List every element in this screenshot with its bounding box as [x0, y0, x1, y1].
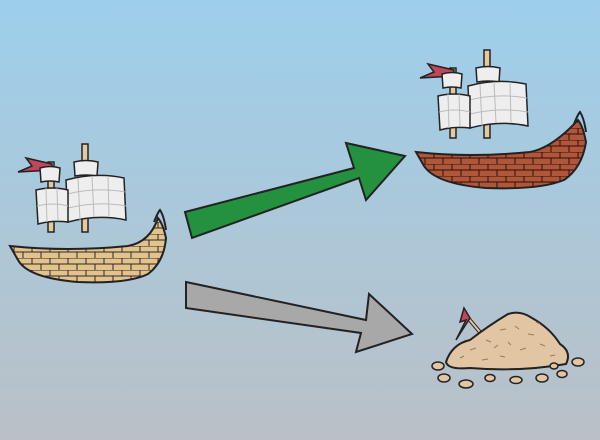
- rubble-heap: [444, 311, 569, 371]
- original-ship-prow: [153, 208, 167, 231]
- rubble-flag: [455, 306, 471, 341]
- rubble-stones: [431, 357, 585, 389]
- repaired-ship-hull: [414, 118, 588, 190]
- repaired-ship-prow: [573, 110, 587, 133]
- original-ship: [8, 143, 168, 284]
- rubble-speckles: [459, 321, 556, 361]
- repaired-ship: [414, 49, 588, 190]
- rubble-pile: [431, 306, 585, 389]
- failure-arrow: [185, 280, 414, 354]
- success-arrow: [183, 141, 407, 240]
- original-ship-hull: [8, 215, 168, 284]
